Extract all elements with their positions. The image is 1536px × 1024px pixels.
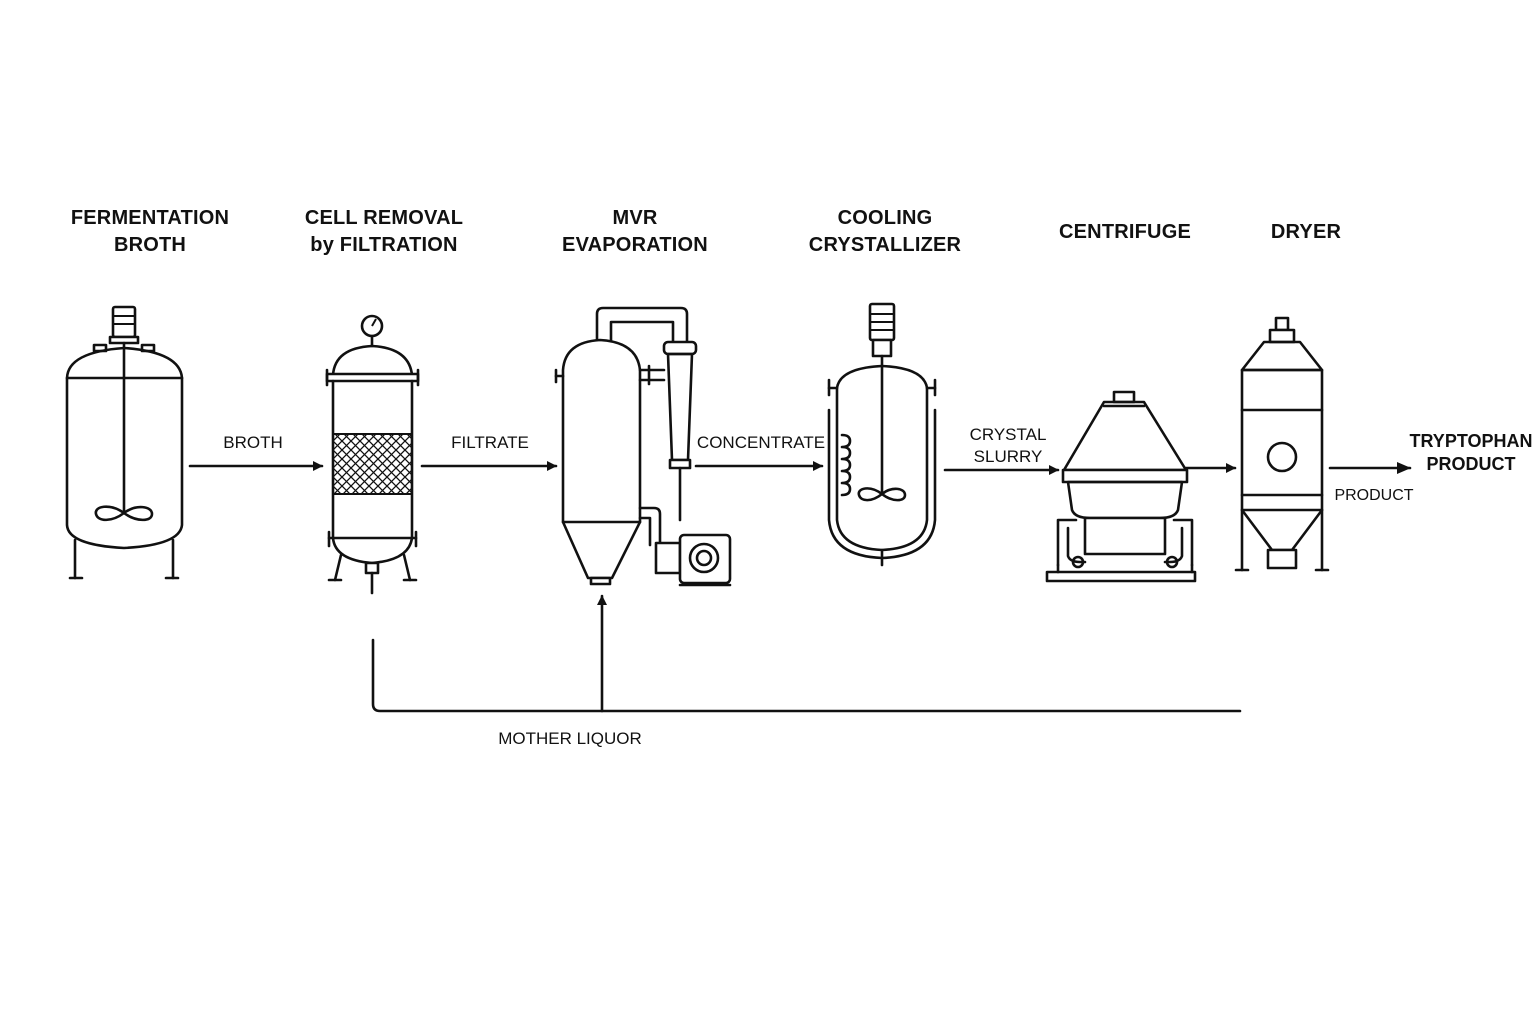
stage-title-line: DRYER	[1270, 221, 1342, 243]
flow-label-mother-liquor: MOTHER LIQUOR	[498, 729, 642, 748]
stage-title-line: FERMENTATION	[70, 207, 230, 229]
stage-title-line: CRYSTALLIZER	[808, 234, 962, 256]
stage-title-line: COOLING	[837, 207, 933, 229]
evaporator-icon	[554, 306, 732, 587]
stage-title-filtration: CELL REMOVAL by FILTRATION	[274, 205, 494, 259]
stage-title-centrifuge: CENTRIFUGE	[1015, 219, 1235, 246]
mother-liquor-recycle-line	[371, 638, 1242, 713]
filter-vessel-icon	[325, 314, 420, 595]
flow-label-product: PRODUCT	[1334, 487, 1414, 504]
stage-title-line: BROTH	[113, 234, 187, 256]
stage-title-line: MVR	[612, 207, 658, 229]
stage-title-dryer: DRYER	[1226, 219, 1386, 246]
flow-label-concentrate: CONCENTRATE	[696, 433, 826, 452]
final-product-line: TRYPTOPHAN	[1409, 431, 1533, 451]
stage-title-line: CENTRIFUGE	[1059, 221, 1191, 243]
final-product-line: PRODUCT	[1426, 454, 1516, 474]
flow-label-line: SLURRY	[973, 447, 1043, 466]
dryer-icon	[1234, 316, 1330, 572]
flow-label-broth: BROTH	[223, 433, 283, 452]
flow-label-crystal-slurry: CRYSTAL SLURRY	[958, 424, 1058, 468]
final-product-label: TRYPTOPHAN PRODUCT	[1406, 430, 1536, 476]
crystallizer-icon	[827, 302, 937, 567]
centrifuge-icon	[1045, 390, 1197, 583]
stage-title-line: CELL REMOVAL	[304, 207, 464, 229]
stage-title-evaporation: MVR EVAPORATION	[525, 205, 745, 259]
fermenter-tank-icon	[65, 305, 184, 580]
stage-title-fermentation: FERMENTATION BROTH	[40, 205, 260, 259]
stage-title-crystallizer: COOLING CRYSTALLIZER	[775, 205, 995, 259]
flow-label-filtrate: FILTRATE	[451, 433, 529, 452]
stage-title-line: by FILTRATION	[310, 234, 458, 256]
flow-label-line: CRYSTAL	[969, 425, 1047, 444]
stage-title-line: EVAPORATION	[562, 234, 708, 256]
